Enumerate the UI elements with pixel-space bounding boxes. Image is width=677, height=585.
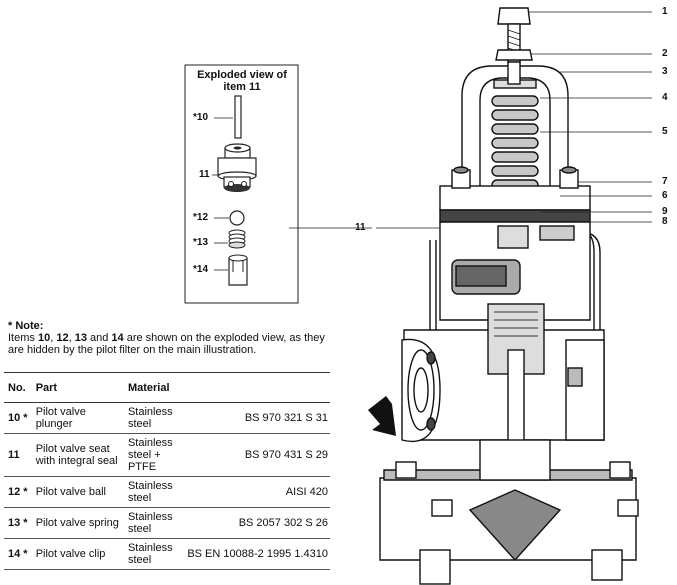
row-no: 14 * — [4, 538, 32, 570]
row-standard: BS 970 321 S 31 — [183, 402, 330, 434]
row-no: 11 — [4, 433, 32, 477]
note-item-14: 14 — [111, 332, 124, 344]
note-text-post: are shown on the exploded view, as they … — [8, 332, 325, 356]
row-no: 12 * — [4, 476, 32, 508]
row-material: Stainless steel — [123, 538, 184, 570]
note-item-10: 10 — [37, 332, 51, 344]
note-body: Items 10, 12, 13 and 14 are shown on the… — [8, 332, 338, 356]
table-row: 10 * Pilot valve plunger Stainless steel… — [4, 402, 330, 434]
note-item-13: 13 — [74, 332, 87, 344]
callout-1: 1 — [662, 6, 668, 17]
row-material: Stainless steel — [123, 507, 184, 539]
row-part: Pilot valve plunger — [31, 402, 124, 434]
table-header-row: No. Part Material — [4, 372, 330, 403]
row-part: Pilot valve spring — [31, 507, 124, 539]
callout-7: 7 — [662, 176, 668, 187]
row-part: Pilot valve clip — [31, 538, 124, 570]
callout-9: 9 — [662, 206, 668, 217]
callout-2: 2 — [662, 48, 668, 59]
row-material: Stainless steel + PTFE — [123, 433, 184, 477]
header-material: Material — [123, 372, 330, 403]
note-title: * Note: — [8, 320, 44, 332]
inset-title-line2: item 11 — [223, 81, 261, 93]
spring-part — [228, 229, 246, 249]
note-item-12: 12 — [56, 332, 69, 344]
callout-6: 6 — [662, 190, 668, 201]
inset-title: Exploded view of item 11 — [186, 69, 298, 93]
inset-label-12: *12 — [193, 212, 209, 223]
row-standard: BS 2057 302 S 26 — [183, 507, 330, 539]
table-row: 13 * Pilot valve spring Stainless steel … — [4, 507, 330, 539]
valve-seat-part — [217, 143, 257, 192]
callout-5: 5 — [662, 126, 668, 137]
header-no: No. — [4, 372, 32, 403]
flow-arrow-icon — [368, 396, 396, 436]
inset-title-line1: Exploded view of — [197, 69, 287, 81]
table-row: 11 Pilot valve seat with integral seal S… — [4, 433, 330, 477]
header-part: Part — [31, 372, 124, 403]
note-sep-2: , — [68, 332, 75, 344]
table-row: 14 * Pilot valve clip Stainless steel BS… — [4, 538, 330, 570]
callout-11: 11 — [355, 222, 366, 233]
row-material: Stainless steel — [123, 476, 184, 508]
row-standard: AISI 420 — [183, 476, 330, 508]
row-material: Stainless steel — [123, 402, 184, 434]
clip-part — [228, 254, 248, 286]
inset-label-11: 11 — [199, 169, 210, 180]
note-text-pre: Items — [8, 332, 38, 344]
valve-illustration — [379, 7, 639, 585]
row-no: 10 * — [4, 402, 32, 434]
callout-8: 8 — [662, 216, 668, 227]
inset-label-13: *13 — [193, 237, 209, 248]
note-sep-3: and — [86, 332, 112, 344]
inset-label-14: *14 — [193, 264, 209, 275]
row-standard: BS EN 10088-2 1995 1.4310 — [183, 538, 330, 570]
parts-table: No. Part Material 10 * Pilot valve plung… — [4, 372, 330, 570]
ball-part — [229, 210, 245, 226]
row-standard: BS 970 431 S 29 — [183, 433, 330, 477]
callout-4: 4 — [662, 92, 668, 103]
table-row: 12 * Pilot valve ball Stainless steel AI… — [4, 476, 330, 508]
callout-3: 3 — [662, 66, 668, 77]
inset-label-10: *10 — [193, 112, 209, 123]
note-sep-1: , — [50, 332, 57, 344]
row-part: Pilot valve seat with integral seal — [31, 433, 124, 477]
plunger-part — [234, 95, 242, 139]
row-no: 13 * — [4, 507, 32, 539]
row-part: Pilot valve ball — [31, 476, 124, 508]
